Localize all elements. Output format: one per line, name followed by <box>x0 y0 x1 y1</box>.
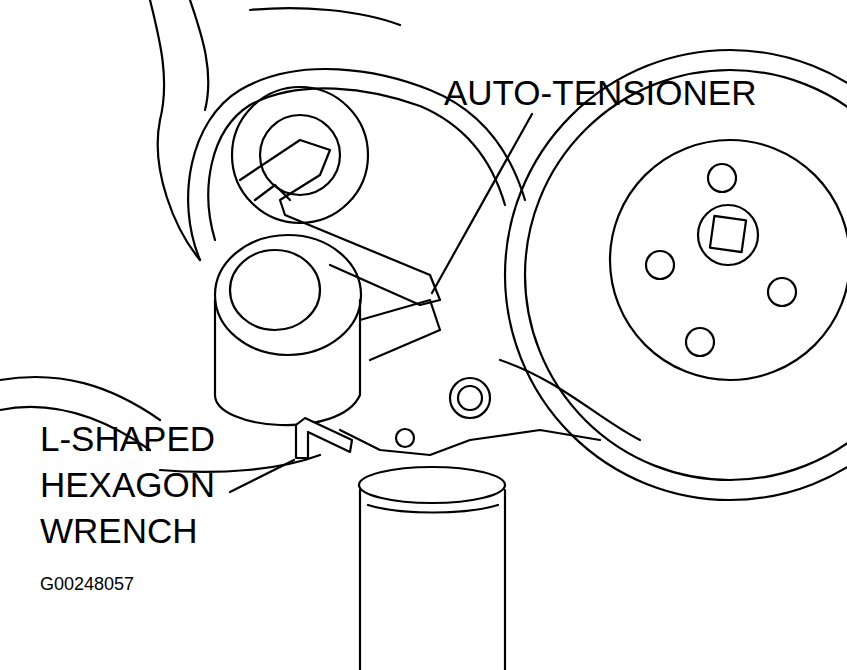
pulley-center <box>698 205 758 265</box>
figure-id: G00248057 <box>40 573 200 595</box>
auto-tensioner-body <box>215 300 360 425</box>
oil-filter <box>360 490 505 670</box>
pulley-bolt <box>686 328 714 356</box>
part-label: L-SHAPED HEXAGON WRENCH <box>40 416 240 554</box>
hexagon-wrench <box>296 418 352 458</box>
mount-bolt <box>458 386 482 410</box>
engine-contour <box>190 0 208 110</box>
leader-line <box>230 460 294 492</box>
pulley-bolt <box>646 251 674 279</box>
small-bolt <box>396 429 414 447</box>
pulley-bolt <box>768 278 796 306</box>
square-drive <box>710 216 746 252</box>
mount-bracket <box>340 430 600 455</box>
oil-filter <box>359 467 505 503</box>
tensioner-mount <box>360 300 440 360</box>
oil-filter <box>368 505 498 513</box>
engine-contour <box>500 360 640 440</box>
engine-contour <box>150 0 200 260</box>
idler-pulley <box>232 87 368 223</box>
leader-line <box>432 114 532 293</box>
mount-bolt <box>450 378 490 418</box>
crankshaft-pulley <box>525 70 847 480</box>
auto-tensioner-cap <box>230 250 320 330</box>
part-label: AUTO-TENSIONER <box>444 73 784 113</box>
tensioner-arm <box>240 140 440 305</box>
tensioner-arm <box>255 185 290 200</box>
auto-tensioner-body <box>215 235 361 355</box>
pulley-bolt <box>708 164 736 192</box>
engine-contour <box>250 8 400 25</box>
pulley-hub <box>610 140 847 380</box>
